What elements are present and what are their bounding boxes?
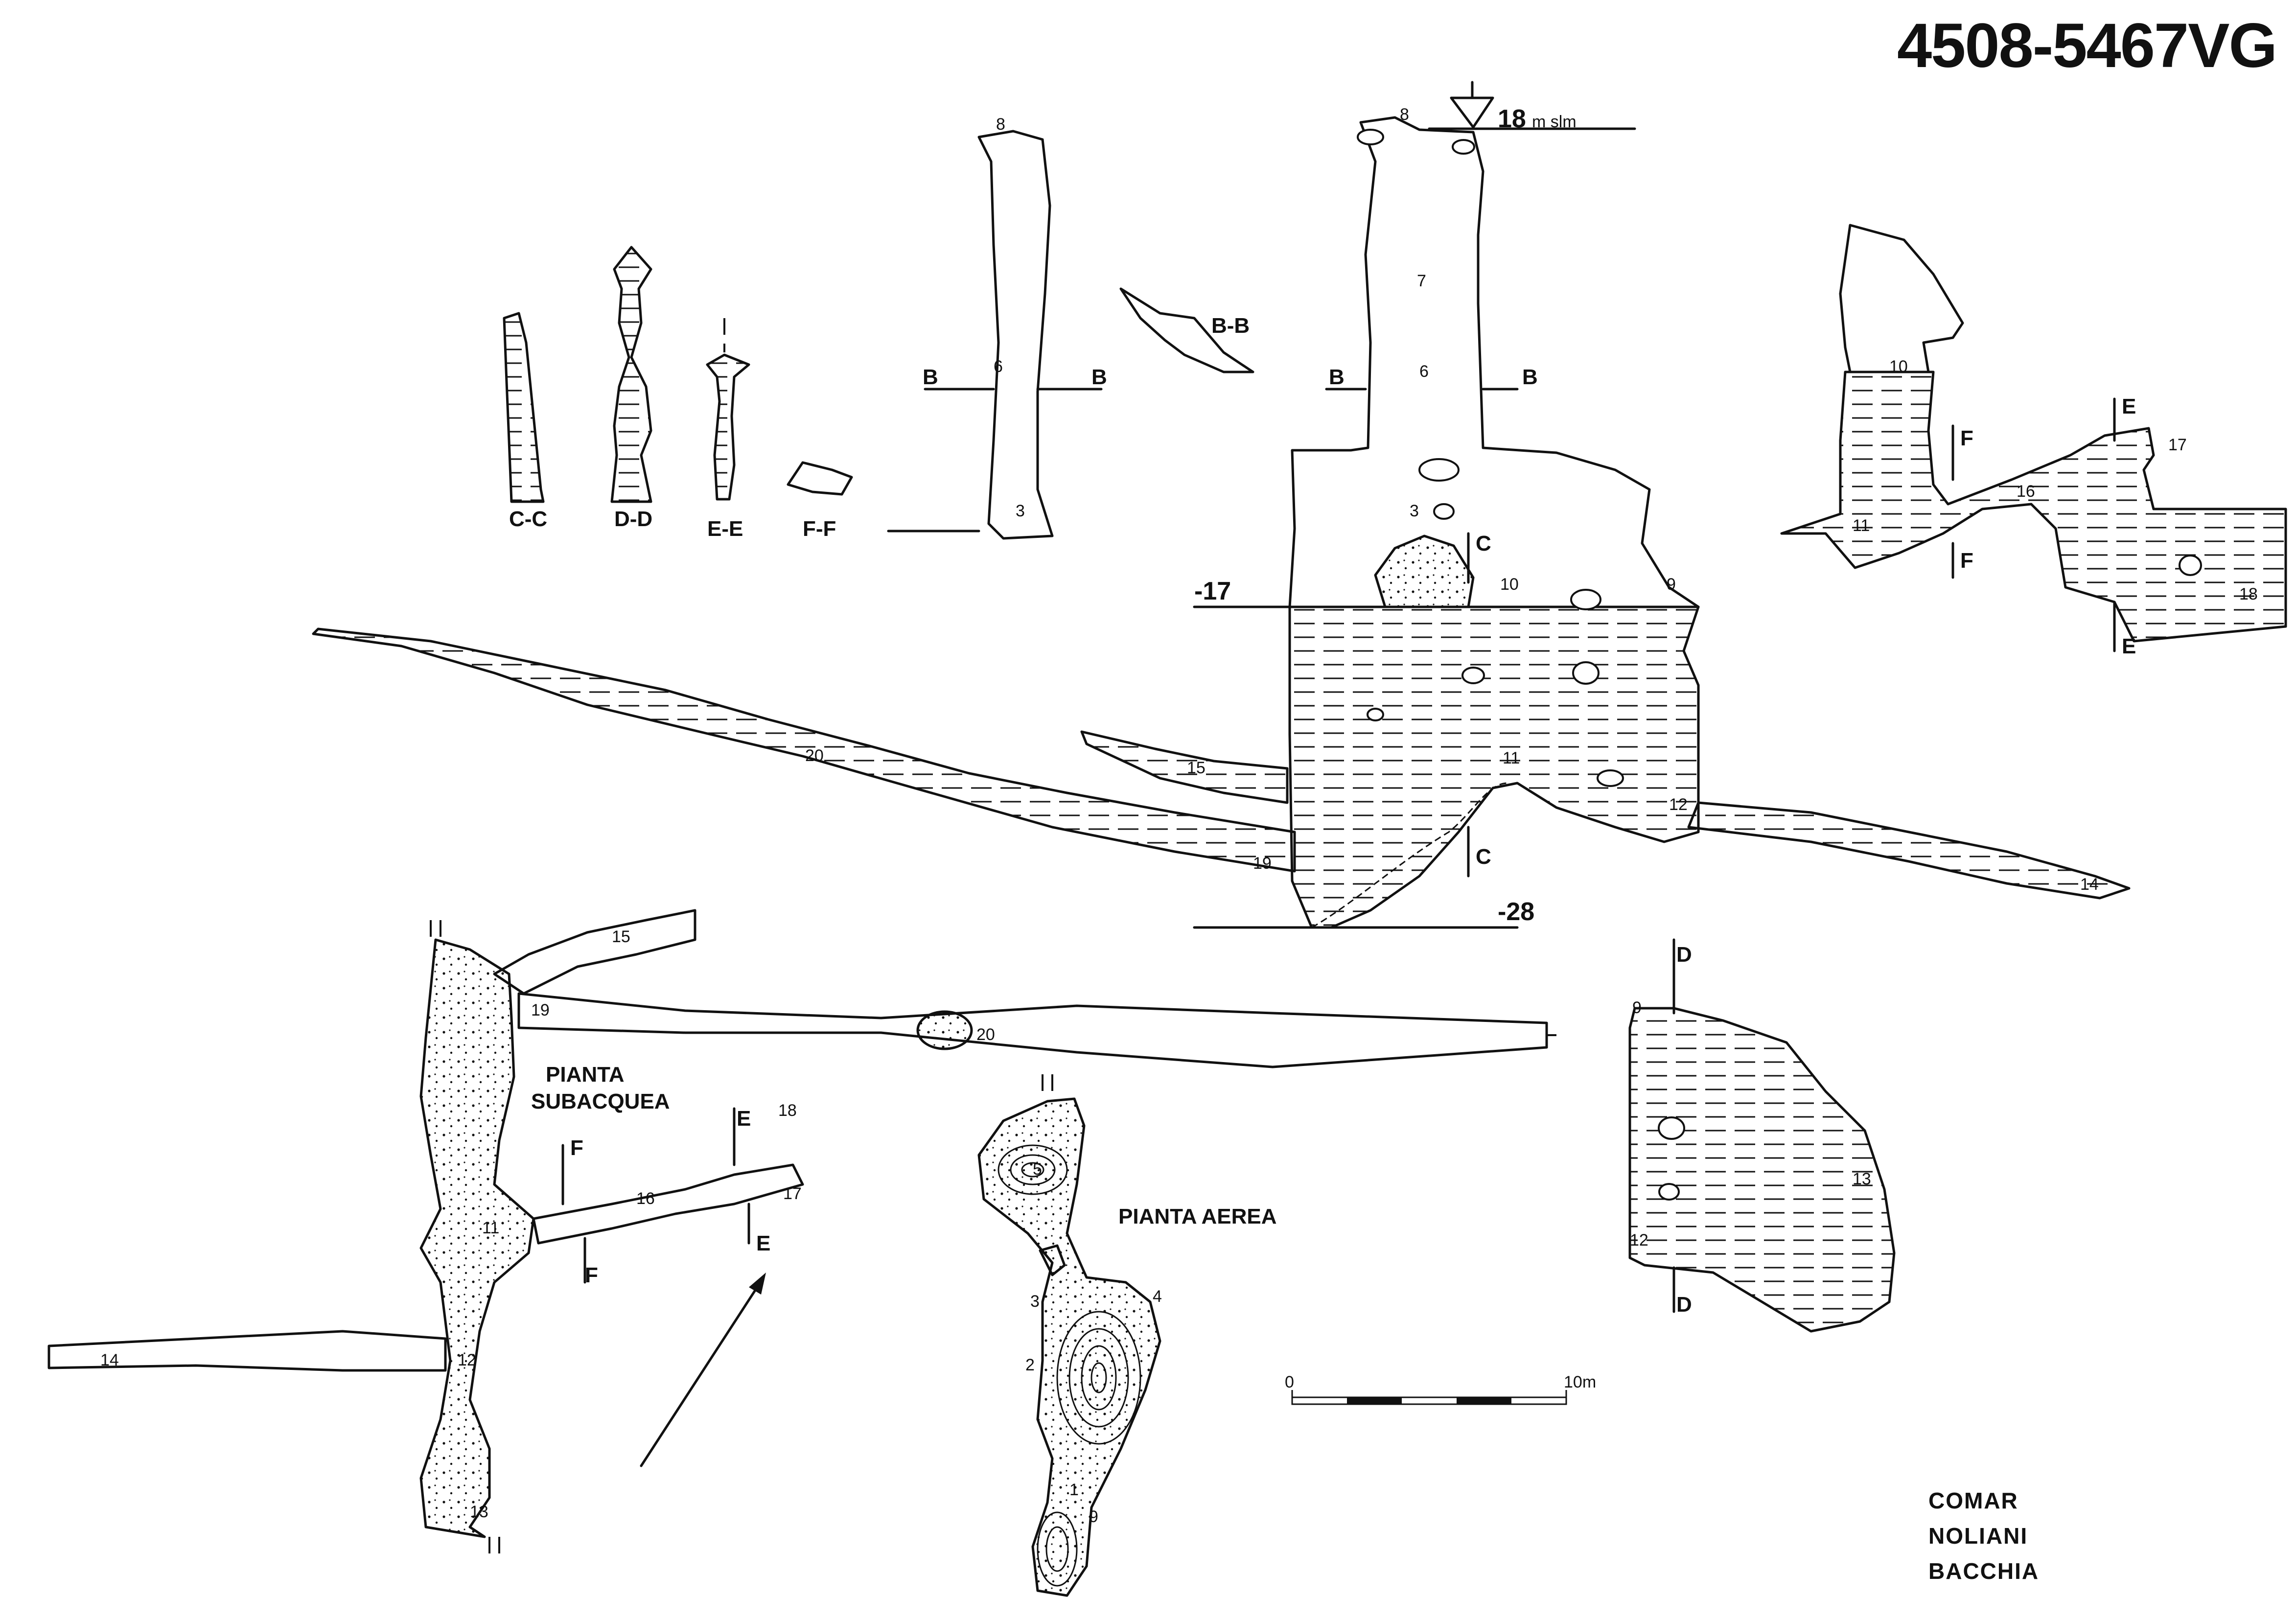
dd-station-9: 9 — [1632, 998, 1642, 1017]
main-section-b-left: B — [1329, 365, 1345, 389]
section-ef-profile: F F E E 10 11 16 17 18 — [1780, 224, 2287, 658]
authors-block: COMAR NOLIANI BACCHIA — [1928, 1483, 2039, 1589]
plan-station-19: 19 — [531, 1001, 550, 1019]
aerial-plan: PIANTA AEREA 5 3 4 2 1 9 — [977, 1074, 1277, 1597]
dd-section-d-bottom: D — [1676, 1293, 1692, 1317]
station-20: 20 — [805, 746, 824, 765]
section-dd-large: D D 9 13 12 — [1628, 938, 1896, 1333]
ef-station-18: 18 — [2239, 585, 2258, 603]
north-arrow-icon — [749, 1273, 766, 1295]
bb-section-b-right: B — [1091, 365, 1107, 389]
author-1: COMAR — [1928, 1488, 2018, 1513]
ef-section-f-top: F — [1960, 426, 1973, 450]
depth-bottom: -28 — [1498, 898, 1534, 926]
main-profile-section: 18 m slm -17 -28 B B C C 8 7 6 3 10 9 11… — [312, 81, 2131, 929]
plan-section-f-top: F — [570, 1136, 583, 1160]
dd-station-13: 13 — [1853, 1170, 1871, 1188]
main-section-c-top: C — [1476, 532, 1491, 556]
section-ee-title: E-E — [707, 517, 743, 541]
station-15: 15 — [1187, 759, 1206, 777]
cross-sections: C-C D-D E-E F-F — [503, 246, 853, 541]
section-ff-title: F-F — [803, 517, 836, 541]
dd-station-12: 12 — [1630, 1231, 1648, 1250]
ef-station-10: 10 — [1889, 357, 1908, 376]
plan-station-17: 17 — [783, 1184, 802, 1203]
drawing-code: 4508-5467VG — [1897, 11, 2277, 81]
station-11: 11 — [1503, 749, 1520, 767]
scale-bar-end: 10m — [1564, 1373, 1596, 1391]
station-19: 19 — [1253, 854, 1272, 873]
bb-section-b-left: B — [923, 365, 938, 389]
plan-station-16: 16 — [636, 1189, 655, 1208]
plan-station-14: 14 — [100, 1351, 119, 1369]
section-dd-title: D-D — [614, 507, 652, 531]
plan-station-15: 15 — [612, 927, 630, 946]
bb-station-3: 3 — [1016, 502, 1025, 520]
aerial-station-5: 5 — [1033, 1160, 1042, 1179]
ef-section-e-top: E — [2122, 394, 2136, 418]
aerial-station-4: 4 — [1153, 1287, 1162, 1306]
ef-station-17: 17 — [2168, 436, 2187, 454]
underwater-plan-title-1: PIANTA — [546, 1063, 625, 1087]
station-8: 8 — [1400, 105, 1409, 124]
section-bb-shaft: B B 8 6 3 B-B — [887, 115, 1254, 540]
bb-station-6: 6 — [994, 357, 1003, 376]
plan-section-e-top: E — [737, 1107, 751, 1131]
underwater-plan: F F E E PIANTA SUBACQUEA 15 19 20 11 16 … — [47, 909, 1556, 1556]
station-7: 7 — [1417, 272, 1426, 290]
station-6: 6 — [1419, 362, 1429, 381]
plan-station-13: 13 — [470, 1503, 488, 1521]
aerial-plan-title: PIANTA AEREA — [1118, 1204, 1277, 1228]
main-section-b-right: B — [1522, 365, 1538, 389]
station-12: 12 — [1669, 795, 1688, 814]
plan-section-e-bottom: E — [756, 1231, 770, 1255]
aerial-station-9: 9 — [1089, 1507, 1098, 1526]
ef-station-16: 16 — [2017, 482, 2035, 501]
underwater-plan-title-2: SUBACQUEA — [531, 1089, 670, 1113]
plan-station-11: 11 — [482, 1219, 499, 1237]
main-stations: 8 7 6 3 10 9 11 12 14 15 19 20 — [805, 105, 2099, 894]
scale-bar-start: 0 — [1285, 1373, 1294, 1391]
author-2: NOLIANI — [1928, 1523, 2028, 1549]
aerial-station-1: 1 — [1069, 1481, 1079, 1499]
plan-station-18: 18 — [778, 1101, 797, 1120]
aerial-station-3: 3 — [1030, 1292, 1040, 1311]
main-section-c-bottom: C — [1476, 845, 1491, 869]
station-9: 9 — [1667, 575, 1676, 594]
station-3: 3 — [1410, 502, 1419, 520]
plan-station-12: 12 — [458, 1351, 476, 1369]
dd-section-d-top: D — [1676, 943, 1692, 967]
scale-bar: 0 10m — [1285, 1373, 1596, 1405]
datum-value: 18 — [1498, 105, 1526, 133]
section-cc-title: C-C — [509, 507, 547, 531]
ef-section-f-bottom: F — [1960, 549, 1973, 573]
plan-station-20: 20 — [976, 1025, 995, 1044]
plan-section-f-bottom: F — [585, 1263, 598, 1287]
datum-unit: m slm — [1532, 113, 1577, 131]
section-bb-title: B-B — [1211, 314, 1250, 338]
bb-station-8: 8 — [996, 115, 1005, 134]
aerial-station-2: 2 — [1025, 1356, 1035, 1374]
ef-station-11: 11 — [1853, 516, 1870, 535]
station-10: 10 — [1500, 575, 1519, 594]
depth-mid: -17 — [1194, 577, 1231, 605]
author-3: BACCHIA — [1928, 1558, 2040, 1584]
ef-section-e-bottom: E — [2122, 634, 2136, 658]
station-14: 14 — [2080, 875, 2099, 894]
